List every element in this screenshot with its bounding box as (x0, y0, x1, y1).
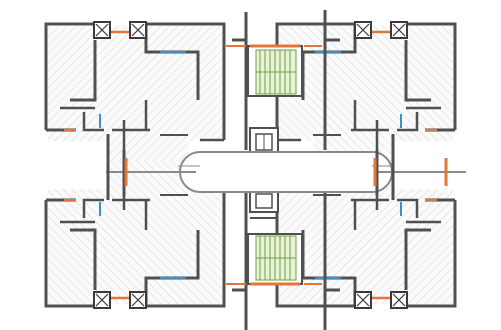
side-hall-right (375, 150, 395, 200)
side-hall-left (106, 150, 126, 200)
core-walls (232, 10, 340, 330)
door-marks-center (124, 158, 448, 186)
central-corridor (106, 151, 466, 193)
lift-shaft-top (249, 127, 279, 155)
